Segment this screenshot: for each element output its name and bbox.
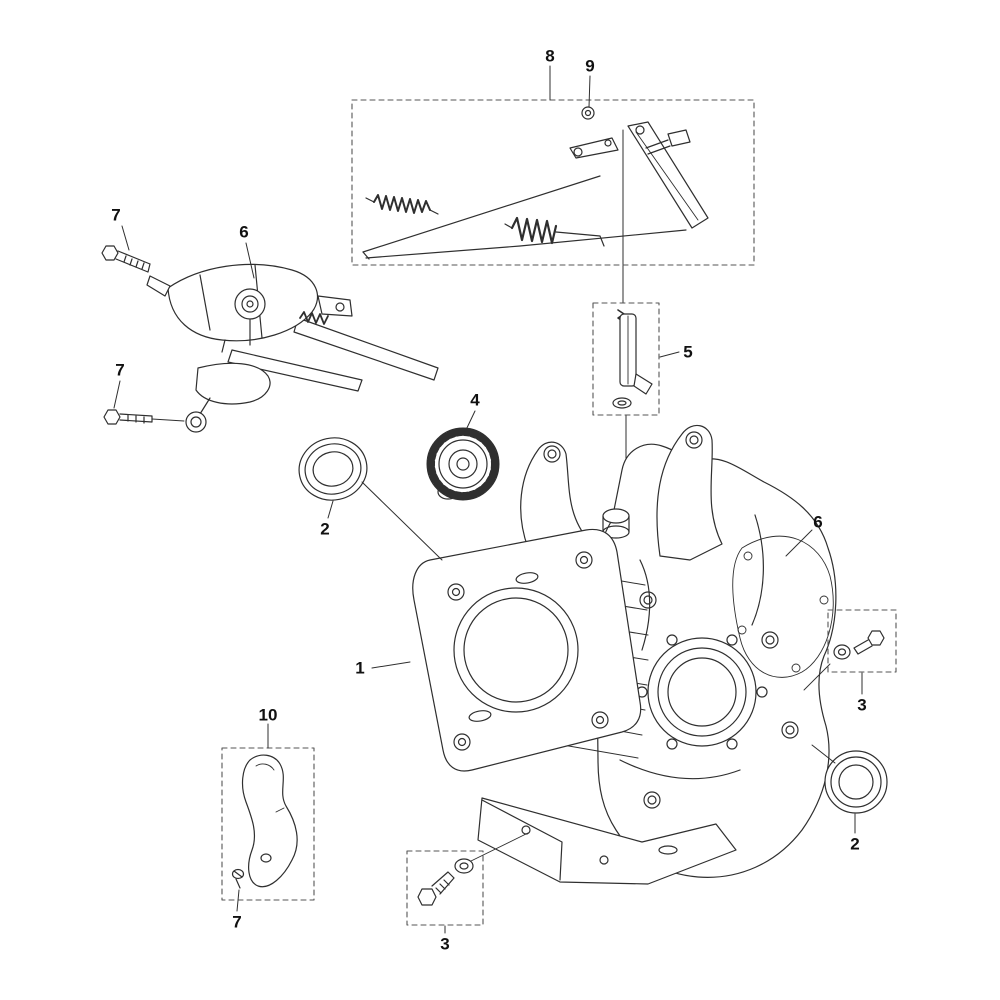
callout-6-right: 6	[813, 512, 823, 532]
callout-2-right: 2	[850, 834, 860, 854]
callout-4: 4	[470, 390, 480, 410]
governor-assembly-drawing	[146, 263, 439, 433]
crankcase-gasket-drawing	[732, 535, 834, 678]
callout-3-right: 3	[857, 695, 867, 715]
bracket-10-drawing	[231, 754, 298, 889]
oil-seal-right-drawing	[824, 750, 888, 814]
callout-1: 1	[355, 658, 365, 678]
bolt-3-bottom-drawing	[417, 832, 529, 906]
bolt-7-mid-drawing	[103, 409, 185, 425]
cylinder-block-drawing	[412, 528, 642, 772]
bolt-7-top-drawing	[101, 245, 151, 273]
crankcase-drawing	[595, 443, 837, 878]
callout-5: 5	[683, 342, 693, 362]
oil-seal-left-drawing	[298, 437, 368, 501]
guide-pin-drawing	[612, 309, 653, 409]
engine-top-brackets	[520, 424, 723, 561]
callout-2-left: 2	[320, 519, 330, 539]
dashed-box-part5	[592, 302, 660, 416]
linkage-assembly-drawing	[362, 106, 709, 260]
dashed-box-linkage	[351, 99, 755, 266]
callout-6-left: 6	[239, 222, 249, 242]
dashed-box-part3-bottom	[406, 850, 484, 926]
gear-drawing	[426, 427, 500, 501]
callout-3-bottom: 3	[440, 934, 450, 954]
callout-7-mid: 7	[115, 360, 125, 380]
callout-10: 10	[258, 705, 278, 725]
callout-9: 9	[585, 56, 595, 76]
dashed-box-part3-right	[827, 609, 897, 673]
callout-7-top: 7	[111, 205, 121, 225]
engine-base-drawing	[477, 797, 737, 885]
callout-8: 8	[545, 46, 555, 66]
callout-7-bottom: 7	[232, 912, 242, 932]
leader-lines	[113, 65, 863, 934]
bolt-3-right-drawing	[803, 630, 885, 691]
